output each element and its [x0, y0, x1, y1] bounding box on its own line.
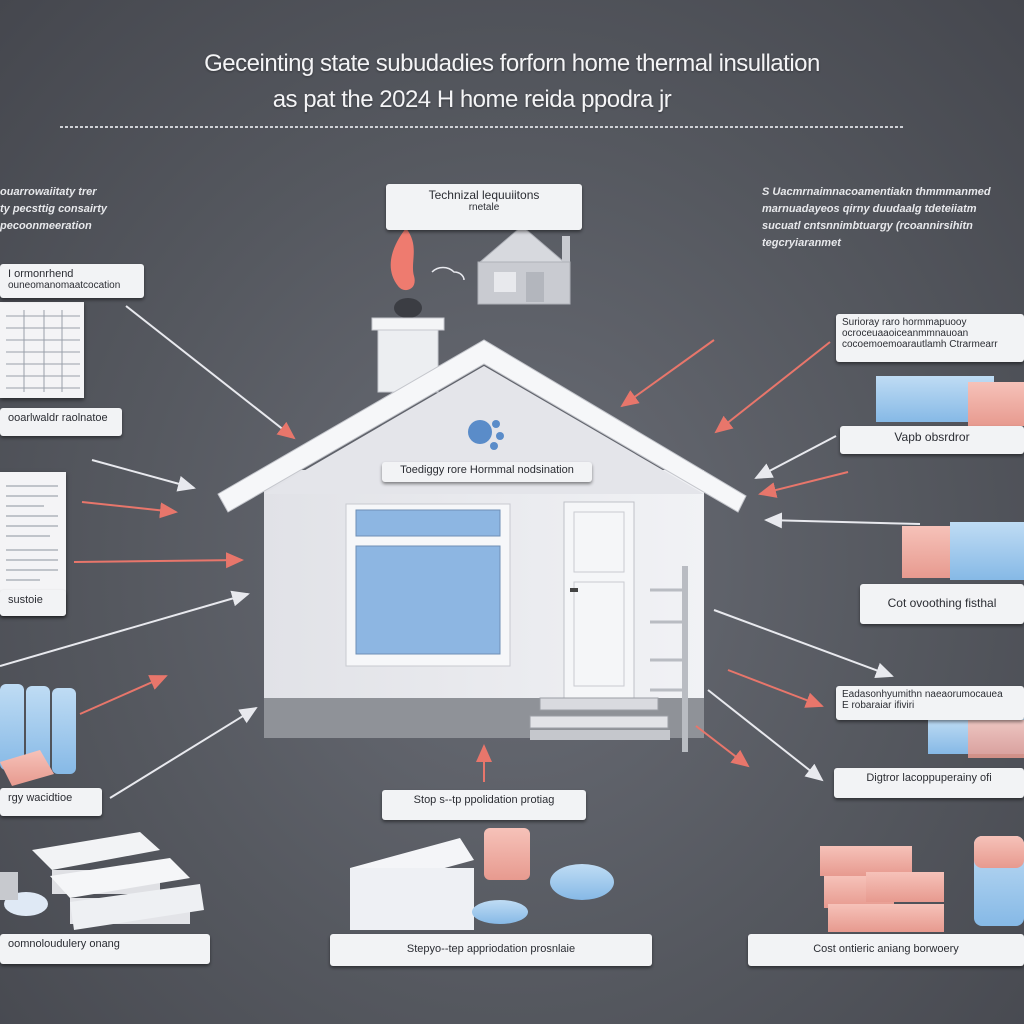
- document-grid-left: [0, 302, 84, 398]
- label-technical-subtitle: rnetale: [468, 202, 500, 213]
- title-divider: [60, 126, 904, 128]
- label-steps-bottom: Stepyo--tep appriodation prosnlaie: [330, 934, 652, 966]
- label-steps-middle: Stop s--tp ppolidation protiag: [382, 790, 586, 820]
- label-right-e: Digtror lacoppuperainy ofi: [834, 768, 1024, 798]
- label-right-d: Eadasonhyumithn naeaorumocauea E robarai…: [836, 686, 1024, 720]
- label-right-a-subtitle: ocroceuaaoiceanmmnauoan: [842, 328, 969, 339]
- arrows-right: [476, 339, 921, 782]
- arrows-left: [0, 305, 296, 799]
- label-right-d-title: Eadasonhyumithn naeaorumocauea: [842, 689, 1003, 700]
- insulation-rolls-left: [0, 684, 76, 786]
- insulation-panels-right-low: [928, 718, 1024, 758]
- label-left-d: rgy wacidtioe: [0, 788, 102, 816]
- label-right-a-subtitle-2: cocoemoemoarautlamh Ctrarmearr: [842, 339, 998, 350]
- insulation-boards-right-mid: [902, 522, 1024, 580]
- label-right-a-title: Surioray raro hormmapuooy: [842, 317, 967, 328]
- title-line-2: as pat the 2024 H home reida ppodra jr: [272, 86, 672, 113]
- label-left-c: sustoie: [0, 590, 66, 616]
- insulation-boards-bottom-left: [0, 832, 204, 930]
- main-house: [217, 317, 747, 752]
- label-cost-bottom: Cost ontieric aniang borwoery: [748, 934, 1024, 966]
- house-banner: Toediggy rore Hormmal nodsination: [382, 462, 592, 482]
- label-right-c: Cot ovoothing fisthal: [860, 584, 1024, 624]
- note-left: ouarrowaiitaty trer ty pecsttig consairt…: [0, 186, 107, 232]
- label-left-a: I ormonrhend ouneomanomaatcocation: [0, 264, 144, 298]
- label-technical-title: Technizal lequuiitons: [428, 188, 540, 202]
- label-left-a-subtitle: ouneomanomaatcocation: [8, 280, 121, 291]
- insulation-boards-right-top: [876, 376, 1024, 426]
- label-left-e: oomnoloudulery onang: [0, 934, 210, 964]
- note-right: S Uacmrnaimnacoamentiakn thmmmanmed marn…: [762, 186, 991, 249]
- label-right-a: Surioray raro hormmapuooy ocroceuaaoicea…: [836, 314, 1024, 362]
- small-house-icon: [390, 225, 571, 318]
- label-left-b: ooarlwaldr raolnatoe: [0, 408, 122, 436]
- title-line-1: Geceinting state subudadies forforn home…: [204, 50, 820, 77]
- label-right-d-subtitle: E robaraiar ifiviri: [842, 700, 915, 711]
- label-left-a-title: I ormonrhend: [8, 268, 74, 280]
- insulation-center-bottom: [350, 828, 614, 930]
- label-right-b: Vapb obsrdror: [840, 426, 1024, 454]
- label-technical-requirements: Technizal lequuiitons rnetale: [386, 184, 582, 230]
- insulation-bricks-bottom-right: [820, 836, 1024, 932]
